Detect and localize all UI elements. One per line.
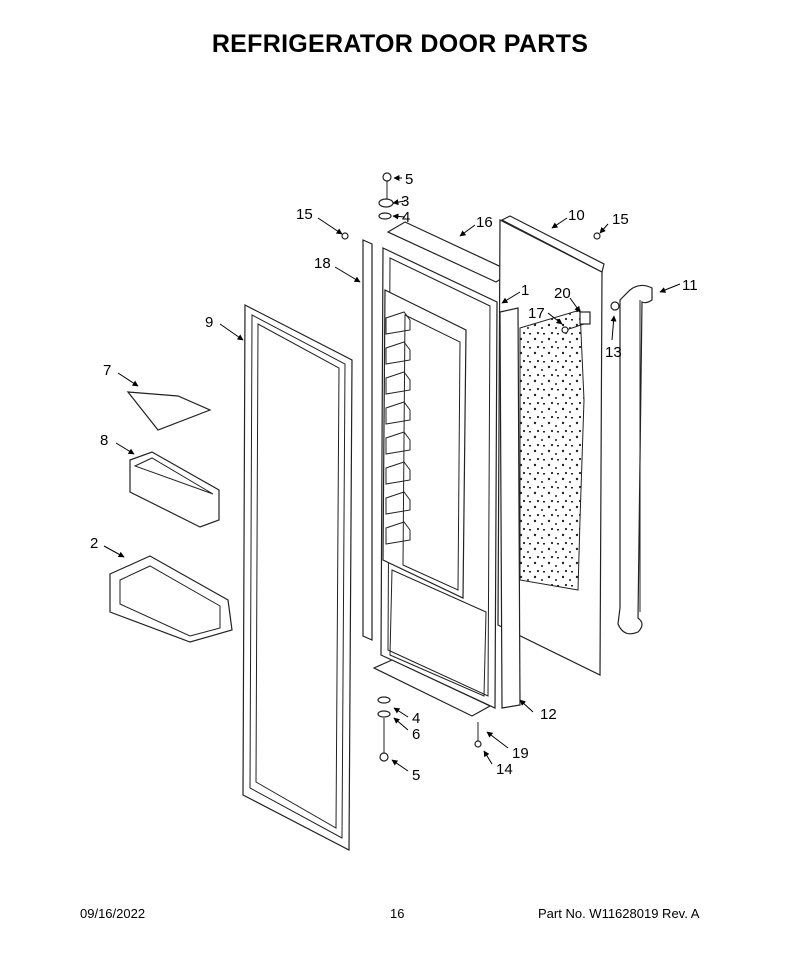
door-bin-small bbox=[129, 451, 220, 528]
callout-20: 20 bbox=[554, 285, 571, 302]
callout-5-bottom: 5 bbox=[412, 767, 420, 784]
page-title: REFRIGERATOR DOOR PARTS bbox=[211, 30, 589, 58]
callout-19: 19 bbox=[512, 745, 529, 762]
top-hinge-hardware bbox=[378, 172, 394, 220]
callout-15-right: 15 bbox=[612, 211, 629, 228]
callout-15-left: 15 bbox=[296, 206, 313, 223]
door-trim-strip-left bbox=[362, 239, 373, 641]
callout-6: 6 bbox=[412, 726, 420, 743]
callout-12: 12 bbox=[540, 706, 557, 723]
callout-4-top: 4 bbox=[402, 209, 410, 226]
callout-3: 3 bbox=[401, 193, 409, 210]
footer-part-number: Part No. W11628019 Rev. A bbox=[538, 906, 700, 921]
callout-leaders bbox=[103, 175, 681, 772]
callout-8: 8 bbox=[100, 432, 108, 449]
callout-11: 11 bbox=[682, 277, 698, 294]
door-handle bbox=[617, 284, 653, 635]
callout-5-top: 5 bbox=[405, 171, 413, 188]
door-liner bbox=[380, 247, 498, 709]
callout-9: 9 bbox=[205, 314, 213, 331]
callout-13: 13 bbox=[605, 344, 622, 361]
callout-7: 7 bbox=[103, 362, 111, 379]
footer-date: 09/16/2022 bbox=[80, 906, 146, 921]
callout-18: 18 bbox=[314, 255, 331, 272]
callout-16: 16 bbox=[476, 214, 493, 231]
callout-17: 17 bbox=[528, 305, 545, 322]
callout-4-bottom: 4 bbox=[412, 710, 420, 727]
handle-fasteners bbox=[341, 232, 620, 334]
door-bin-large bbox=[109, 555, 233, 643]
callout-labels: 5 3 4 16 10 15 15 18 1 20 11 17 13 9 7 8… bbox=[90, 171, 698, 784]
bottom-hinge-hardware bbox=[377, 696, 482, 762]
callout-2: 2 bbox=[90, 535, 98, 552]
door-trim-strip-right bbox=[499, 307, 521, 709]
door-gasket bbox=[242, 304, 353, 851]
door-shelf-flat bbox=[126, 391, 212, 431]
callout-14: 14 bbox=[496, 761, 513, 778]
callout-10: 10 bbox=[568, 207, 585, 224]
footer-page-number: 16 bbox=[390, 906, 405, 921]
door-insulation bbox=[519, 309, 585, 591]
callout-1: 1 bbox=[521, 282, 529, 299]
bottom-hinge-plate bbox=[372, 659, 492, 717]
